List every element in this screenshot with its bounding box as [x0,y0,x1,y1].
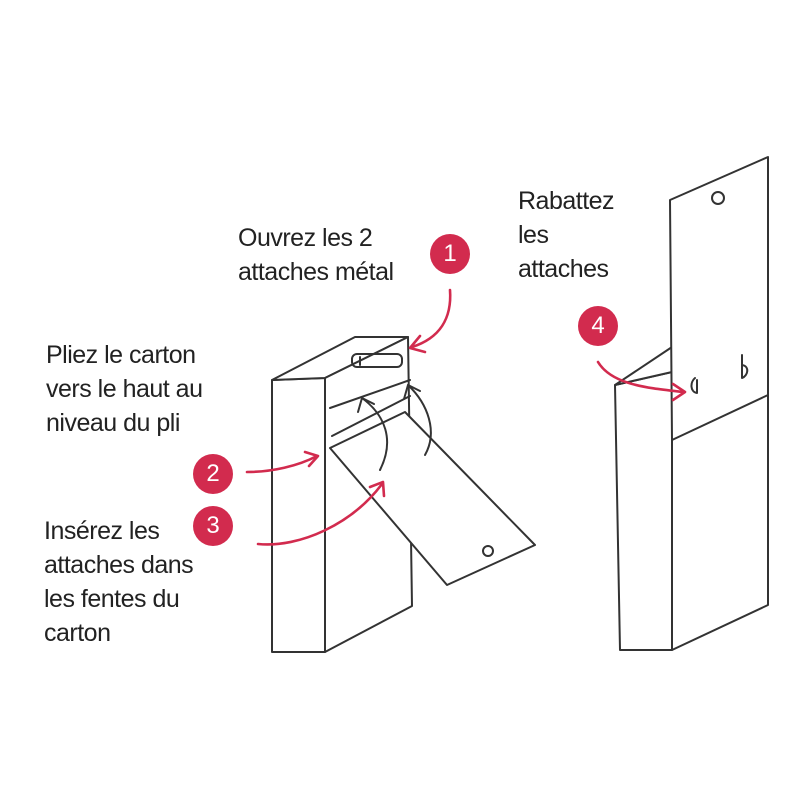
step-2-arrow [245,454,319,474]
step-3-arrow-head [368,480,386,498]
step-1-line-1: Ouvrez les 2 [238,224,373,252]
right-box [614,156,769,651]
step-2-text: Pliez le carton vers le haut au niveau d… [46,338,203,440]
folding-flap [329,411,536,586]
step-4-text: Rabattez les attaches [518,184,615,286]
step-1-arrow [410,288,452,349]
step-1-line-2: attaches métal [238,258,394,286]
step-3-line-3: les fentes du [44,585,180,613]
step-3-line-2: attaches dans [44,551,194,579]
left-box [271,336,536,653]
step-4-line-3: attaches [518,255,609,283]
step-2-badge: 2 [193,454,233,494]
lid-flap [669,156,769,441]
step-2-line-1: Pliez le carton [46,341,196,369]
metal-clip [351,353,403,368]
step-1-text: Ouvrez les 2 attaches métal [238,221,394,289]
step-4-arrow-head [671,382,687,402]
step-4-arrow [596,360,685,394]
step-4-line-2: les [518,221,549,249]
step-3-arrow [256,482,384,546]
step-3-line-4: carton [44,619,111,647]
step-2-arrow-head [303,450,320,468]
step-1-badge: 1 [430,234,470,274]
step-2-line-2: vers le haut au [46,375,203,403]
step-3-line-1: Insérez les [44,517,160,545]
step-3-badge: 3 [193,506,233,546]
step-4-badge: 4 [578,306,618,346]
step-1-arrow-head [408,334,427,354]
step-3-text: Insérez les attaches dans les fentes du … [44,514,194,650]
step-2-line-3: niveau du pli [46,409,180,437]
step-4-line-1: Rabattez [518,187,615,215]
step-arrows [245,288,687,546]
